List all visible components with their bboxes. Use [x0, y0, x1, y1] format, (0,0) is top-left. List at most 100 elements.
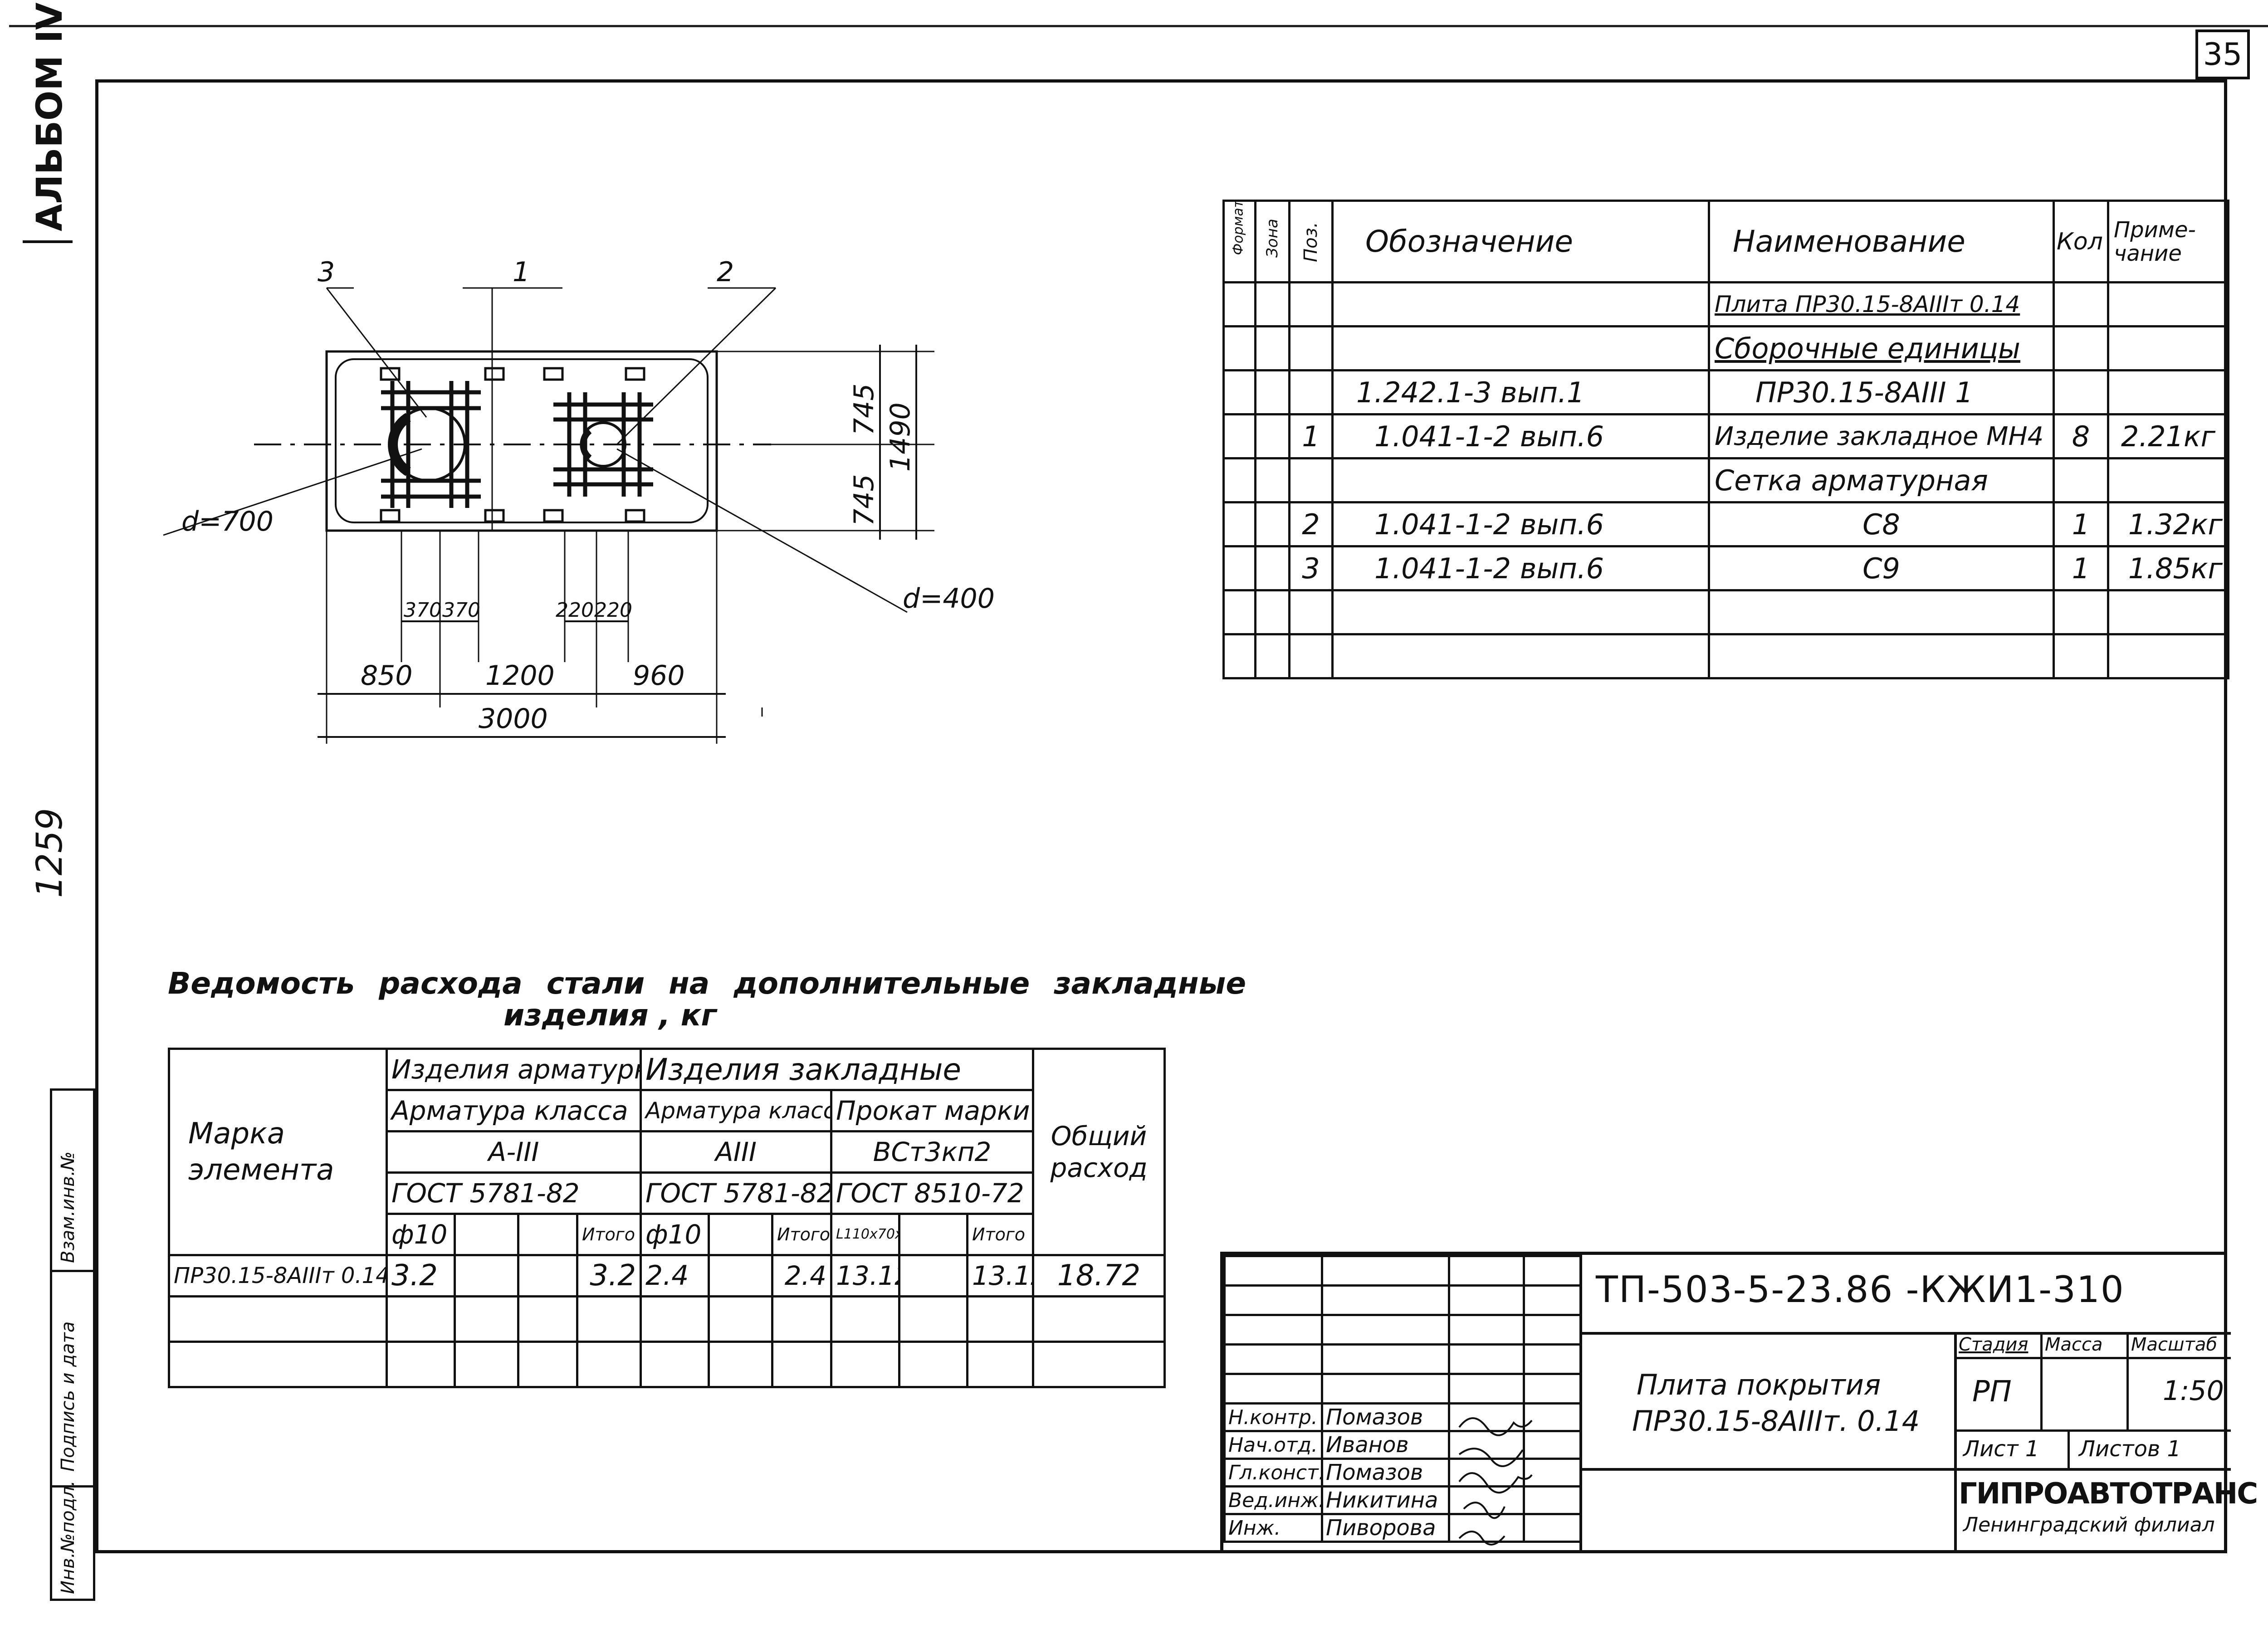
spec-designation: 1.041-1-2 вып.6: [1331, 413, 1710, 459]
spec-header-pos: Поз.: [1300, 221, 1321, 262]
mesh-c9: [381, 381, 481, 508]
steel-header-rolled-mark: Прокат марки: [830, 1089, 1035, 1132]
dim-960: 960: [633, 660, 685, 692]
steel-header-angle: L110х70х8: [830, 1213, 901, 1256]
spec-name: Изделие закладное МН4: [1708, 413, 2055, 459]
steel-data-row: ПР30.15-8АIIIт 0.14 3.2 3.2 2.4 2.4 13.1…: [168, 1254, 1166, 1297]
sheet-number: 35: [2195, 29, 2250, 79]
signature-row: Нач.отд.Иванов: [1223, 1430, 1582, 1460]
dim-220b: 220: [594, 599, 632, 622]
steel-header-gost1: ГОСТ 5781-82: [385, 1171, 642, 1215]
dim-745-lower: 745: [848, 474, 880, 526]
dim-850: 850: [361, 660, 413, 692]
dim-1490: 1490: [885, 402, 916, 472]
stamp-label-inv: Инв.№подл.: [58, 1480, 78, 1594]
steel-header-total-b: Итого: [771, 1213, 833, 1256]
spec-name: ПР30.15-8АIII 1: [1708, 369, 2055, 415]
steel-table-title-2: изделия , кг: [503, 998, 717, 1033]
slab-plan-drawing: 3 1 2 d=700 d=400 370 370 220 220 850 12…: [163, 256, 995, 744]
steel-row-mark: ПР30.15-8АIIIт 0.14: [168, 1254, 388, 1297]
stamp-label-replace: Взам.инв.№: [58, 1151, 78, 1263]
dim-370b: 370: [442, 599, 480, 622]
dim-1200: 1200: [485, 660, 555, 692]
spec-header-format: Формат: [1230, 200, 1246, 255]
sheets-label: Листов 1: [2079, 1436, 2181, 1462]
label-pos1: 1: [513, 256, 530, 288]
title-block: Н.контр.Помазов Нач.отд.Иванов Гл.конст.…: [1220, 1252, 2258, 1553]
dim-370a: 370: [404, 599, 442, 622]
spec-row: Плита ПР30.15-8АIIIт 0.14: [1222, 281, 2229, 327]
document-code: ТП-503-5-23.86 -КЖИ1-310: [1596, 1268, 2125, 1311]
steel-header-phi10b: ф10: [640, 1213, 710, 1256]
dim-745-upper: 745: [848, 383, 880, 435]
slab-inner-outline: [335, 358, 709, 523]
steel-header-armature-class-2: Арматура класса: [640, 1089, 833, 1132]
steel-header-class-a3: А-III: [385, 1130, 642, 1174]
mesh-c8: [553, 392, 653, 497]
organization-branch: Ленинградский филиал: [1963, 1513, 2215, 1536]
steel-header-total: Общий расход: [1032, 1048, 1166, 1256]
dim-3000: 3000: [479, 703, 548, 735]
spec-row: [1222, 633, 2229, 679]
slab-outline: [325, 350, 718, 532]
steel-header-total-c: Итого: [966, 1213, 1035, 1256]
inventory-number: 1259: [29, 808, 70, 898]
steel-header-armature-class: Арматура класса: [385, 1089, 642, 1132]
label-pos2: 2: [717, 256, 734, 288]
label-d700: d=700: [181, 506, 274, 537]
spec-row: Сборочные единицы: [1222, 325, 2229, 371]
scale-label: Масштаб: [2131, 1334, 2218, 1355]
steel-header-embedded-products: Изделия закладные: [640, 1048, 1035, 1091]
album-underline: [23, 240, 73, 243]
top-border-line: [9, 25, 2268, 27]
spec-name: Плита ПР30.15-8АIIIт 0.14: [1708, 281, 2055, 327]
signature-row: Вед.инж.Никитина: [1223, 1485, 1582, 1515]
spec-header-designation: Обозначение: [1331, 200, 1710, 283]
spec-name: Сборочные единицы: [1708, 325, 2055, 371]
spec-header-qty: Кол: [2053, 200, 2109, 283]
steel-header-total-a: Итого: [576, 1213, 642, 1256]
spec-name: С9: [1708, 545, 2055, 591]
spec-name: Сетка арматурная: [1708, 457, 2055, 503]
spec-designation: 1.041-1-2 вып.6: [1331, 501, 1710, 547]
stamp-label-signature: Подпись и дата: [58, 1321, 78, 1472]
steel-table-title: Ведомость расхода стали на дополнительны…: [168, 966, 1246, 1001]
scale-value: 1:50: [2163, 1375, 2224, 1407]
sheet-label: Лист 1: [1963, 1436, 2039, 1462]
steel-consumption-table: Марка элемента Изделия арматурные Издели…: [168, 1048, 1166, 1388]
signatures-scribble: [1458, 1417, 1533, 1546]
title-line-2: ПР30.15-8АIIIт. 0.14: [1632, 1405, 1920, 1438]
organization-name: ГИПРОАВТОТРАНС: [1959, 1477, 2258, 1511]
spec-row: [1222, 589, 2229, 635]
steel-header-phi10a: ф10: [386, 1213, 456, 1256]
spec-header-name: Наименование: [1708, 200, 2055, 283]
specification-table: Формат Зона Поз. Обозначение Наименовани…: [1222, 200, 2229, 679]
title-line-1: Плита покрытия: [1637, 1368, 1881, 1401]
steel-header-gost2: ГОСТ 5781-82: [640, 1171, 833, 1215]
spec-row: 1.242.1-3 вып.1 ПР30.15-8АIII 1: [1222, 369, 2229, 415]
dim-220a: 220: [556, 599, 594, 622]
left-margin-strip: АЛЬБОМ IV 1259 Инв.№подл. Подпись и дата…: [9, 2, 95, 1601]
steel-header-mark: Марка элемента: [168, 1048, 388, 1256]
spec-header-note: Приме-чание: [2107, 200, 2229, 283]
stage-value: РП: [1972, 1375, 2012, 1409]
steel-header-class-a3b: АIII: [640, 1130, 833, 1174]
spec-row: Сетка арматурная: [1222, 457, 2229, 503]
spec-name: С8: [1708, 501, 2055, 547]
steel-header-armature-products: Изделия арматурные: [385, 1048, 642, 1091]
drawing-frame: [95, 79, 2227, 1553]
label-pos3: 3: [318, 256, 335, 288]
spec-header-row: Формат Зона Поз. Обозначение Наименовани…: [1222, 200, 2229, 283]
spec-header-zone: Зона: [1263, 218, 1281, 258]
stage-label: Стадия: [1959, 1334, 2028, 1355]
album-label: АЛЬБОМ IV: [29, 2, 70, 231]
steel-header-gost3: ГОСТ 8510-72: [830, 1171, 1035, 1215]
label-d400: d=400: [903, 583, 995, 615]
mass-label: Масса: [2045, 1334, 2103, 1355]
spec-designation: 1.041-1-2 вып.6: [1331, 545, 1710, 591]
steel-header-steel-grade: ВСт3кп2: [830, 1130, 1035, 1174]
spec-designation: 1.242.1-3 вып.1: [1331, 369, 1710, 415]
